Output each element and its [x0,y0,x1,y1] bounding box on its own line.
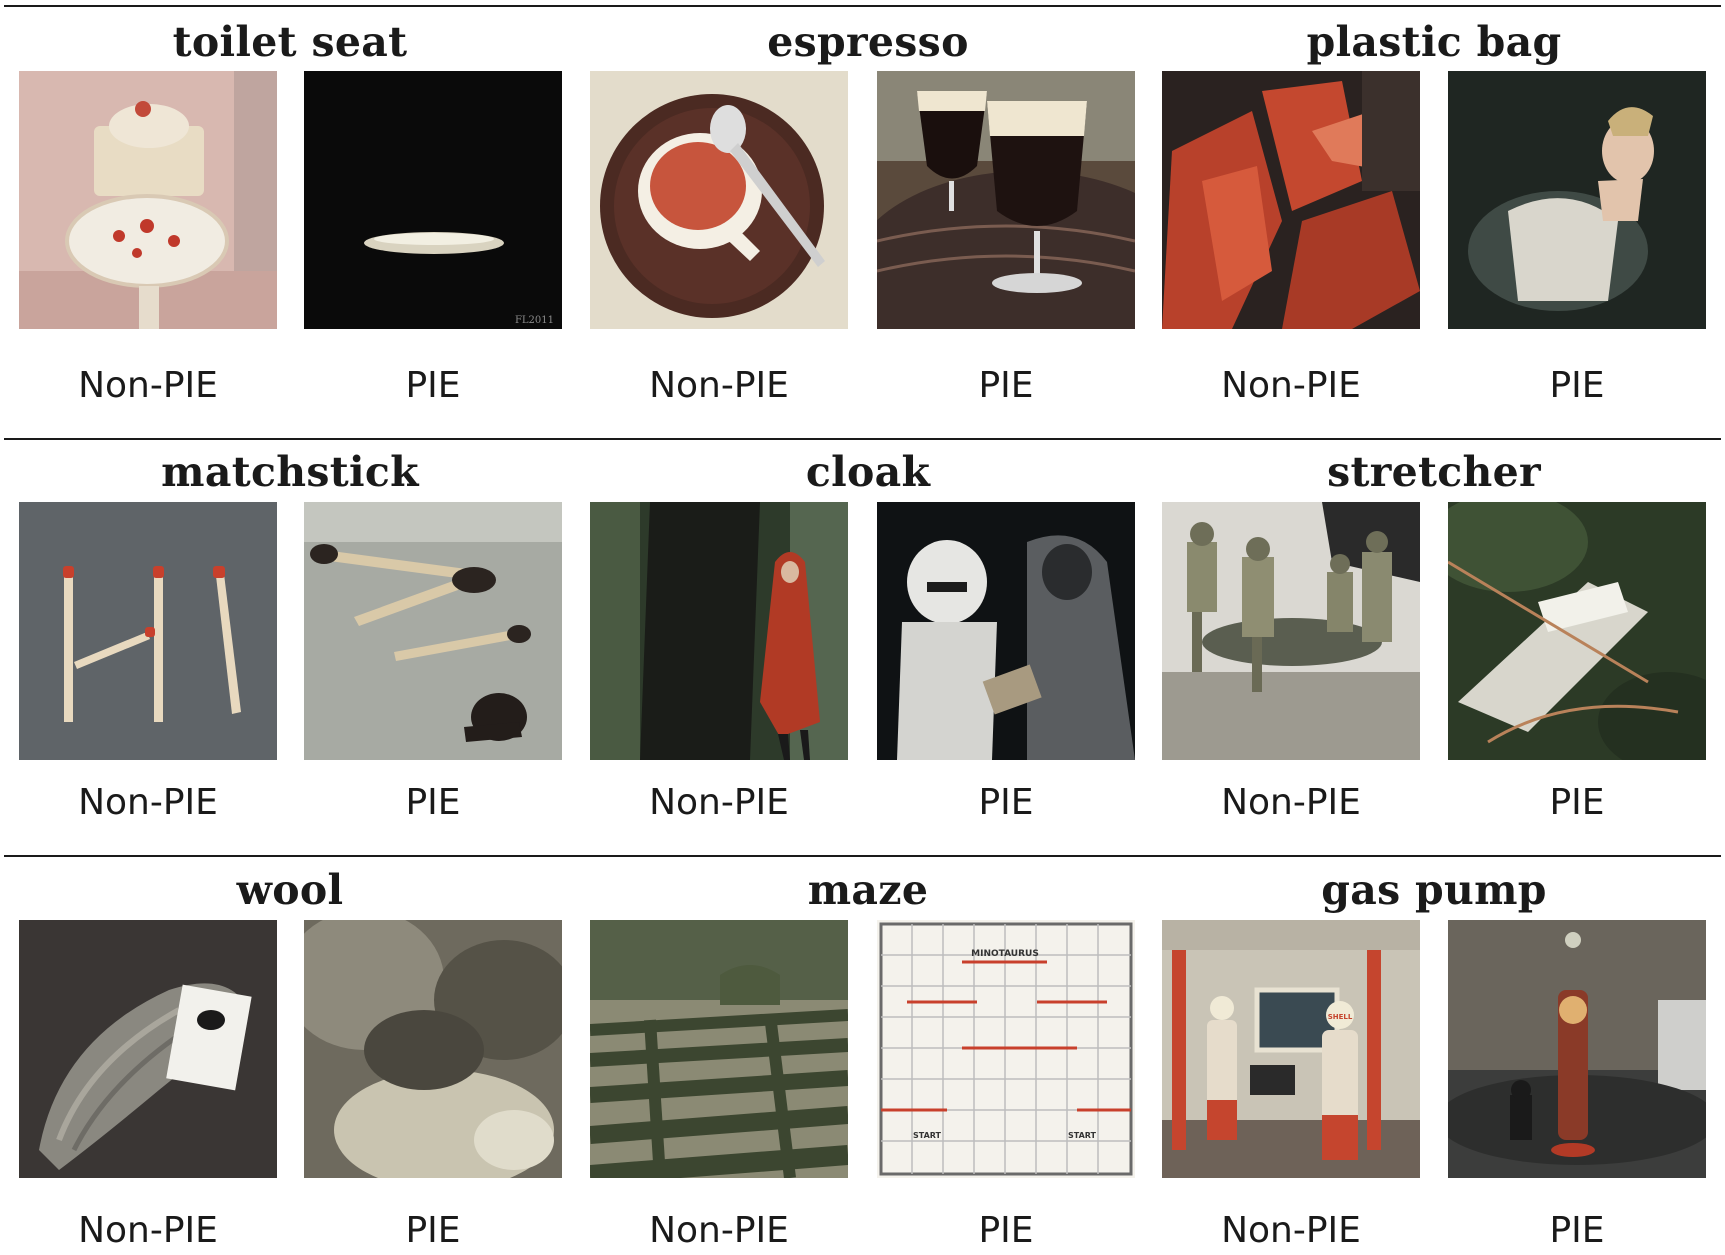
image-wool-non-pie [19,920,277,1178]
image-maze-non-pie [590,920,848,1178]
image-label: PIE [1549,365,1605,406]
image-matchstick-non-pie [19,502,277,760]
maze-text: START [1068,1131,1097,1140]
image-cloak-pie [877,502,1135,760]
group-title: maze [807,866,929,914]
image-cloak-non-pie [590,502,848,760]
image-plastic-bag-non-pie [1162,71,1420,329]
maze-text: MINOTAURUS [971,949,1039,959]
row-divider [4,855,1721,857]
image-toilet-seat-pie: FL2011 [304,71,562,329]
watermark-text: FL2011 [515,315,554,326]
image-espresso-non-pie [590,71,848,329]
image-label: PIE [978,1210,1034,1251]
group-title: gas pump [1321,866,1547,914]
image-toilet-seat-non-pie [19,71,277,329]
image-matchstick-pie [304,502,562,760]
image-label: Non-PIE [1221,1210,1361,1251]
image-maze-pie: MINOTAURUS START START [877,920,1135,1178]
image-espresso-pie [877,71,1135,329]
group-title: espresso [767,18,969,66]
group-title: wool [236,866,344,914]
image-gas-pump-non-pie: SHELL [1162,920,1420,1178]
image-label: PIE [405,782,461,823]
image-label: PIE [978,782,1034,823]
group-title: cloak [805,448,931,496]
sign-text: SHELL [1328,1013,1353,1021]
image-label: PIE [1549,782,1605,823]
image-label: Non-PIE [649,1210,789,1251]
image-label: PIE [1549,1210,1605,1251]
row-divider [4,438,1721,440]
group-title: toilet seat [172,18,408,66]
image-label: Non-PIE [649,782,789,823]
image-label: Non-PIE [78,1210,218,1251]
image-label: Non-PIE [78,782,218,823]
image-label: PIE [405,365,461,406]
image-stretcher-non-pie [1162,502,1420,760]
image-label: Non-PIE [1221,365,1361,406]
image-stretcher-pie [1448,502,1706,760]
image-gas-pump-pie [1448,920,1706,1178]
image-label: PIE [405,1210,461,1251]
image-label: Non-PIE [1221,782,1361,823]
image-wool-pie [304,920,562,1178]
group-title: matchstick [161,448,419,496]
group-title: stretcher [1327,448,1541,496]
group-title: plastic bag [1306,18,1562,66]
image-plastic-bag-pie [1448,71,1706,329]
maze-text: START [913,1131,942,1140]
image-label: Non-PIE [649,365,789,406]
image-label: PIE [978,365,1034,406]
top-rule [4,5,1721,7]
image-label: Non-PIE [78,365,218,406]
